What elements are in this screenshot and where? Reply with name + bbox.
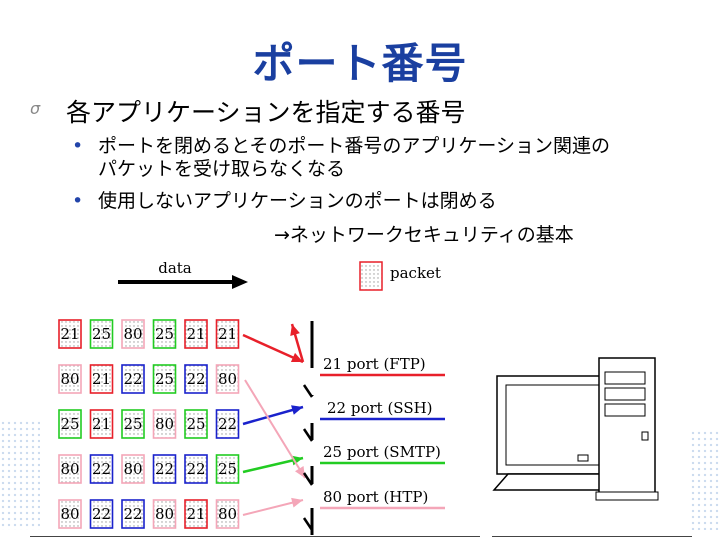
packet-box	[121, 454, 145, 484]
packet-number: 25	[186, 415, 205, 433]
packet-number: 80	[60, 370, 79, 388]
port-gate-flap	[302, 428, 314, 442]
packet-number: 80	[60, 460, 79, 478]
bottom-rule-right	[492, 536, 692, 537]
packet-box	[121, 319, 145, 349]
packet-number: 25	[123, 415, 142, 433]
computer-icon	[492, 357, 659, 501]
packet-number: 21	[60, 325, 79, 343]
packet-box	[215, 409, 240, 439]
packet-legend-box	[359, 261, 383, 291]
packet-number: 80	[155, 505, 174, 523]
packet-number: 22	[123, 505, 142, 523]
packet-number: 21	[218, 325, 237, 343]
port-gate-flap	[302, 472, 314, 486]
packet-box	[121, 499, 145, 529]
packet-number: 25	[92, 325, 111, 343]
port-gates: 21 port (FTP) 22 port (SSH) 25 port (SMTP)…	[302, 321, 445, 535]
port-label: 80 port (HTP)	[323, 488, 428, 506]
packet-box	[89, 499, 114, 529]
packet-box	[152, 364, 177, 394]
packet-number: 21	[92, 415, 111, 433]
packet-number: 25	[218, 460, 237, 478]
packet-box	[215, 319, 240, 349]
packet-number: 25	[60, 415, 79, 433]
packet-number: 25	[155, 325, 174, 343]
packet-label: packet	[390, 264, 441, 282]
packet-number: 80	[218, 370, 237, 388]
flow-arrow-head	[291, 455, 303, 466]
packet-number: 25	[155, 370, 174, 388]
packet-number: 21	[186, 505, 205, 523]
data-label: data	[158, 259, 192, 277]
decorative-dots	[690, 430, 720, 530]
packet-box	[184, 409, 208, 439]
packet-box	[58, 499, 82, 529]
slide-title: ポート番号	[252, 39, 468, 88]
bullet-dot-icon: •	[72, 190, 84, 212]
packet-number: 80	[155, 415, 174, 433]
port-label: 22 port (SSH)	[327, 399, 433, 417]
packet-box	[152, 454, 177, 484]
flow-arrow-head	[290, 352, 303, 363]
bullet-dot-icon: •	[72, 135, 84, 157]
packet-box	[58, 319, 82, 349]
packet-number: 80	[218, 505, 237, 523]
packet-box	[215, 499, 240, 529]
packet-box	[58, 364, 82, 394]
port-label: 21 port (FTP)	[323, 355, 426, 373]
packet-box	[184, 454, 208, 484]
sub-bullet-1-line1: ポートを閉めるとそのポート番号のアプリケーション関連の	[98, 135, 611, 157]
packet-box	[215, 454, 240, 484]
packet-box	[58, 454, 82, 484]
packet-box	[215, 364, 240, 394]
packet-number: 22	[155, 460, 174, 478]
port-gate-flap	[302, 384, 314, 398]
packet-box	[89, 454, 114, 484]
sub-bullet-2-line1: 使用しないアプリケーションのポートは閉める	[98, 190, 497, 212]
packet-grid: 21 25 80 25 21 21 80 21 22 25 22 80 25 21 25 80 25 22 80 22…	[58, 319, 240, 529]
packet-flow-arrows	[242, 323, 306, 516]
bottom-rule-left	[30, 536, 480, 537]
conclusion-text: →ネットワークセキュリティの基本	[274, 224, 574, 246]
port-gate-flap	[302, 517, 314, 531]
packet-number: 22	[218, 415, 237, 433]
packet-number: 80	[123, 460, 142, 478]
packet-number: 22	[92, 505, 111, 523]
flow-arrow	[244, 379, 306, 479]
packet-number: 22	[123, 370, 142, 388]
packet-number: 22	[186, 370, 205, 388]
flow-arrow-head	[291, 405, 303, 415]
packet-box	[184, 364, 208, 394]
flow-arrow-head	[291, 497, 303, 508]
main-bullet-text: 各アプリケーションを指定する番号	[66, 98, 466, 127]
decorative-dots	[0, 420, 40, 530]
packet-box	[152, 499, 177, 529]
packet-box	[58, 409, 82, 439]
packet-number: 21	[92, 370, 111, 388]
packet-box	[152, 319, 177, 349]
packet-box	[89, 319, 114, 349]
packet-box	[184, 499, 208, 529]
packet-number: 80	[123, 325, 142, 343]
flow-arrow-head	[294, 466, 305, 478]
packet-box	[152, 409, 177, 439]
packet-number: 21	[186, 325, 205, 343]
flow-arrow-head	[290, 324, 300, 336]
packet-box	[184, 319, 208, 349]
packet-box	[121, 364, 145, 394]
bullet-mark-icon: σ	[30, 99, 41, 118]
packet-box	[89, 409, 114, 439]
sub-bullet-1-line2: パケットを受け取らなくなる	[98, 158, 346, 180]
packet-box	[121, 409, 145, 439]
packet-number: 22	[92, 460, 111, 478]
port-label: 25 port (SMTP)	[323, 443, 441, 461]
packet-number: 22	[186, 460, 205, 478]
packet-number: 80	[60, 505, 79, 523]
data-arrow-head	[232, 275, 248, 289]
packet-box	[89, 364, 114, 394]
